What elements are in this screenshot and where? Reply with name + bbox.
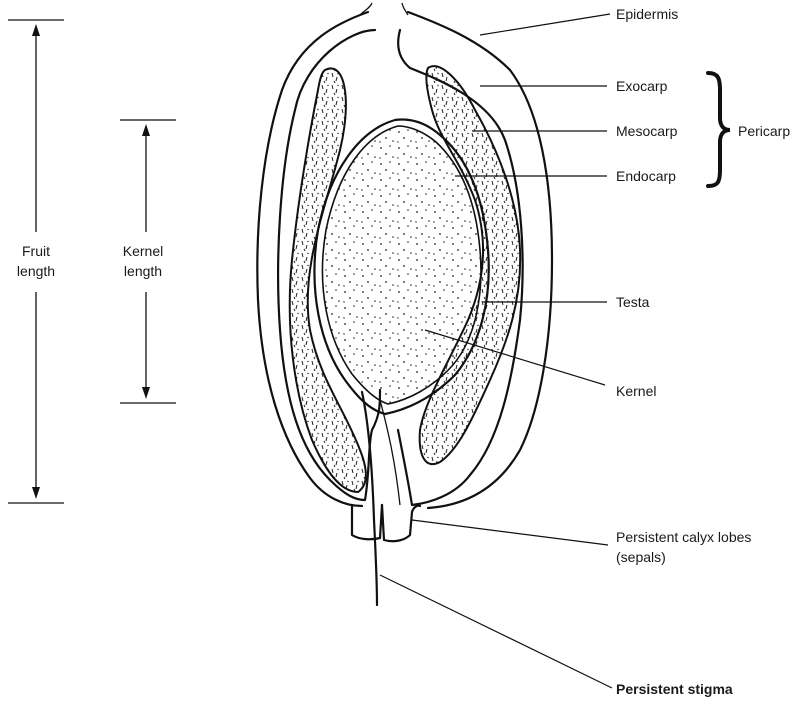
label-pericarp: Pericarp: [738, 123, 790, 139]
stigma-stalk: [362, 392, 400, 605]
kernel-length-label-line2: length: [124, 263, 162, 279]
fruit-length-dimension: Fruit length: [8, 20, 64, 503]
label-endocarp: Endocarp: [616, 168, 676, 184]
label-exocarp: Exocarp: [616, 78, 668, 94]
label-testa: Testa: [616, 294, 650, 310]
label-kernel: Kernel: [616, 383, 656, 399]
label-calyx-line1: Persistent calyx lobes: [616, 529, 751, 545]
fruit-length-label-line2: length: [17, 263, 55, 279]
calyx-lobes: [352, 505, 420, 541]
kernel-length-dimension: Kernel length: [120, 120, 176, 403]
label-epidermis: Epidermis: [616, 6, 678, 22]
pericarp-brace: [708, 73, 730, 186]
label-stigma: Persistent stigma: [616, 681, 733, 697]
kernel-length-label-line1: Kernel: [123, 243, 163, 259]
label-calyx-line2: (sepals): [616, 549, 666, 565]
label-mesocarp: Mesocarp: [616, 123, 678, 139]
fruit-length-label-line1: Fruit: [22, 243, 50, 259]
